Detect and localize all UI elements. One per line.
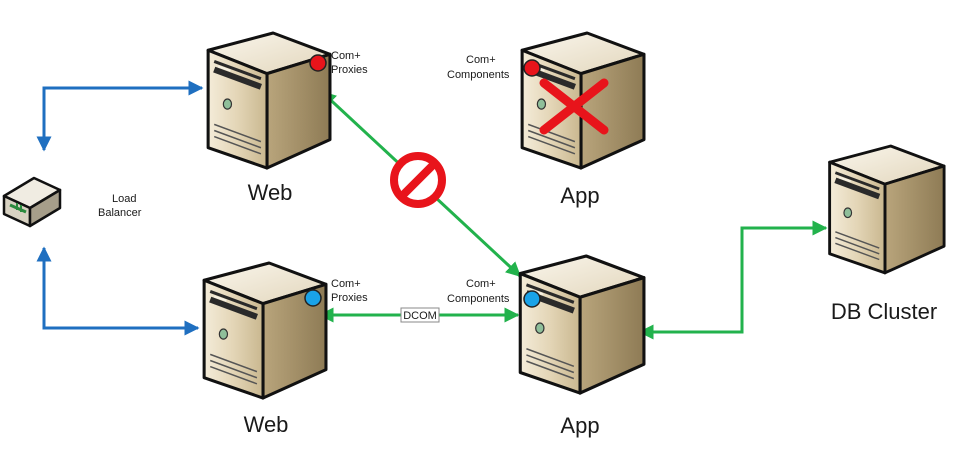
app-server-bottom-icon xyxy=(520,256,644,393)
load-balancer-icon xyxy=(2,176,62,228)
app-bottom-status-dot xyxy=(523,290,541,308)
web-bottom-caption: Web xyxy=(244,412,289,437)
failed-x-icon xyxy=(539,78,609,135)
web-top-status-dot xyxy=(309,54,327,72)
lb-link-top xyxy=(36,80,204,152)
web-bottom-status-dot xyxy=(304,289,322,307)
web-top-caption: Web xyxy=(248,180,293,205)
dcom-label: DCOM xyxy=(400,307,440,323)
db-link xyxy=(638,220,828,340)
lb-link-bottom xyxy=(36,246,200,336)
blocked-icon xyxy=(390,152,446,208)
db-cluster-caption: DB Cluster xyxy=(831,299,937,324)
app-bottom-caption: App xyxy=(560,413,599,438)
load-balancer-label-line1: Load xyxy=(112,193,136,205)
app-bottom-note-line1: Com+ xyxy=(466,278,496,290)
app-bottom-note-line2: Components xyxy=(447,293,510,305)
dcom-text: DCOM xyxy=(403,310,437,322)
web-bottom-note-line1: Com+ xyxy=(331,278,361,290)
app-top-status-dot xyxy=(523,59,541,77)
web-top-note-line2: Proxies xyxy=(331,64,368,76)
app-top-note-line2: Components xyxy=(447,69,510,81)
web-server-bottom-icon xyxy=(204,263,326,398)
db-cluster-server-icon xyxy=(830,146,944,273)
app-top-caption: App xyxy=(560,183,599,208)
load-balancer-label-line2: Balancer xyxy=(98,207,142,219)
web-bottom-note-line2: Proxies xyxy=(331,292,368,304)
web-top-note-line1: Com+ xyxy=(331,50,361,62)
app-top-note-line1: Com+ xyxy=(466,54,496,66)
web-server-top-icon xyxy=(208,33,330,168)
